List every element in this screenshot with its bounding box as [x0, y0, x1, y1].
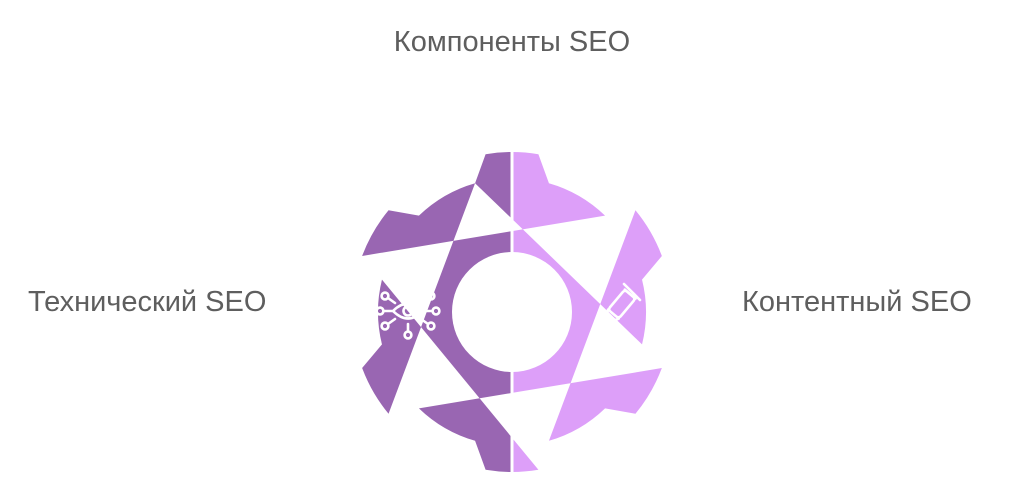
content-seo-label: Контентный SEO: [742, 286, 972, 318]
marker-pen-icon: [603, 282, 642, 328]
gear-half-technical: [362, 151, 512, 473]
network-eye-icon: [375, 282, 441, 340]
gear-hub: [452, 252, 572, 372]
diagram-title: Компоненты SEO: [393, 26, 631, 58]
gear-half-content: [512, 151, 662, 473]
technical-seo-label: Технический SEO: [28, 286, 267, 318]
